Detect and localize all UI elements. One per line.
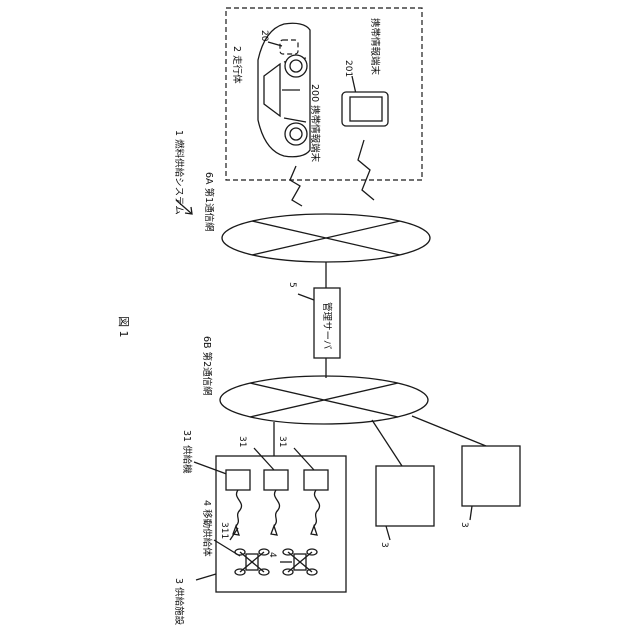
facility-ref-b: 3 — [459, 522, 469, 528]
supply-machine — [304, 470, 328, 490]
vehicle-label: 2 走行体 — [231, 46, 243, 84]
server-label: 管理サーバ — [321, 302, 333, 350]
server-ref: 5 — [287, 282, 297, 288]
hose-ref: 311 — [219, 522, 229, 539]
mobile-body-ref: 4 — [267, 552, 277, 558]
vehicle-area — [226, 8, 422, 180]
leader-line — [386, 526, 390, 540]
supply-machine — [226, 470, 250, 490]
fuel-tank-icon — [280, 40, 298, 54]
supplier-label: 31 供給機 — [181, 430, 193, 474]
supply-machine — [264, 470, 288, 490]
network-2-label: 6B 第2通信網 — [201, 336, 213, 396]
smartphone-icon — [342, 92, 388, 126]
leader-line — [196, 574, 216, 580]
leader-line — [470, 506, 472, 520]
leader-line — [298, 294, 314, 300]
figure-title: 図 1 — [117, 316, 130, 338]
link-to-facility — [412, 416, 486, 446]
network-1-label: 6A 第1通信網 — [203, 172, 215, 232]
supplier-ref-a: 31 — [237, 436, 247, 447]
vehicle-ref: 20 — [259, 30, 269, 42]
supply-facility-box — [376, 466, 434, 526]
facility-ref-a: 3 — [379, 542, 389, 548]
supplier-ref-b: 31 — [277, 436, 287, 447]
terminal-title-label: 携帯情報端末 — [369, 18, 381, 76]
network-1-ellipse — [222, 214, 430, 262]
terminal-label: 200 携帯情報端末 — [309, 84, 321, 163]
network-2-ellipse — [220, 376, 428, 424]
supply-facility-box — [462, 446, 520, 506]
link-to-facility — [372, 420, 402, 466]
mobile-body-label: 4 移動供給体 — [201, 500, 213, 557]
terminal-ref: 201 — [343, 60, 353, 77]
facility-label: 3 供給施設 — [173, 578, 185, 626]
